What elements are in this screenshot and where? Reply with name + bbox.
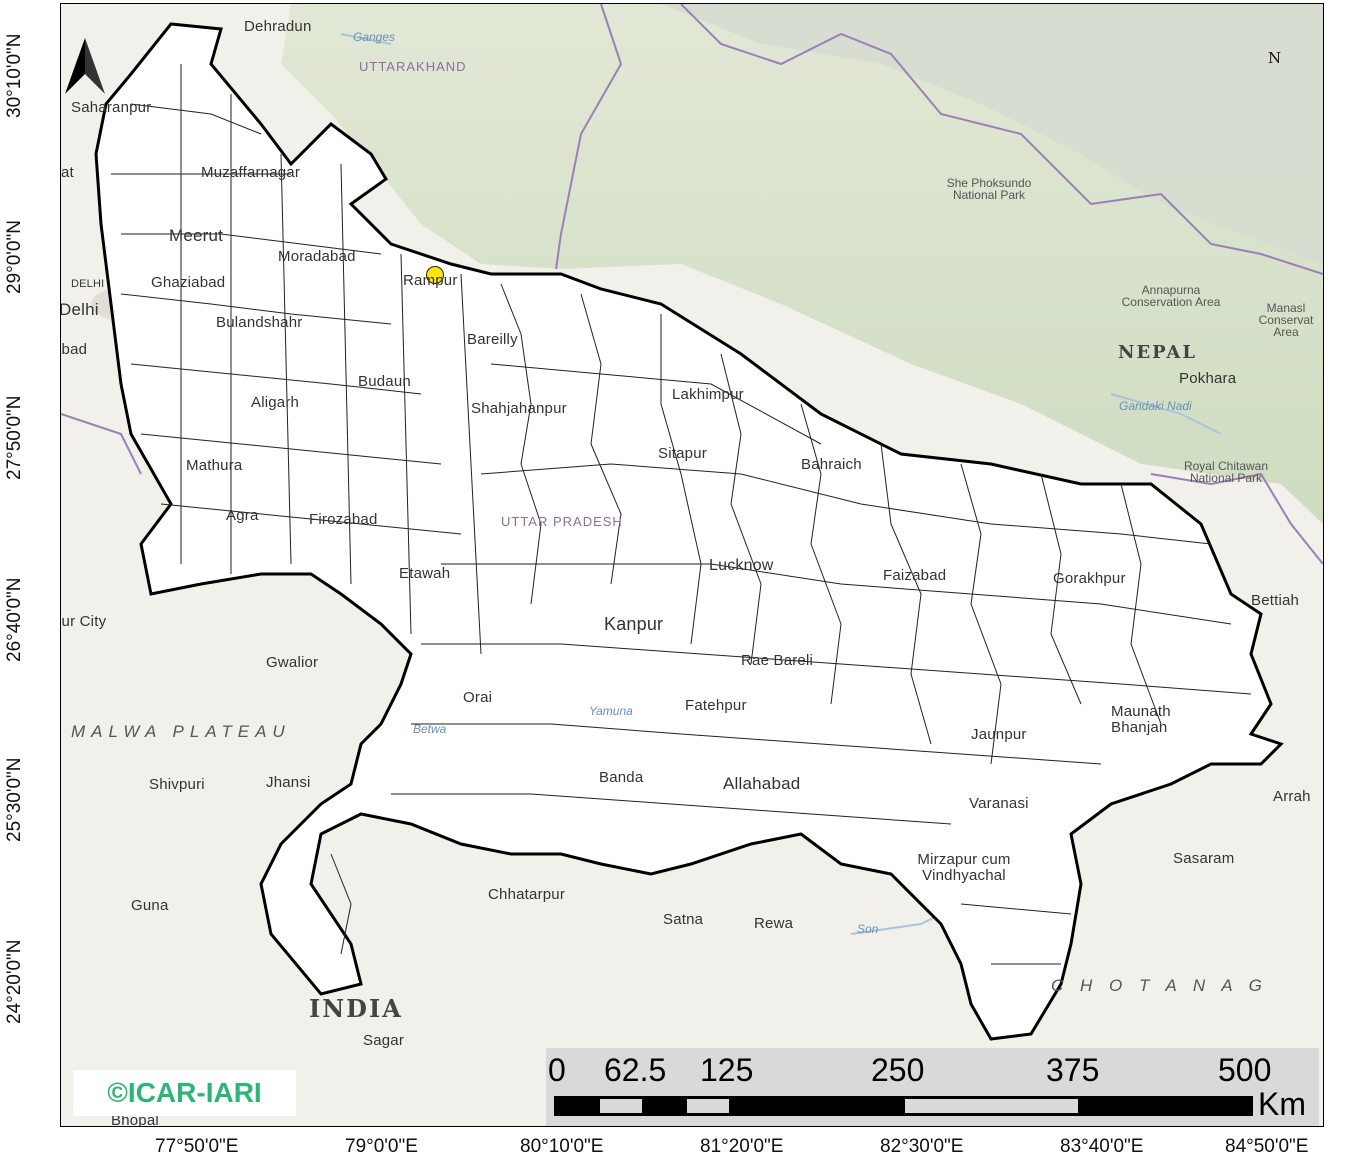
city-label: pur City [61, 613, 107, 630]
city-label: Jhansi [266, 774, 311, 791]
city-label: Aligarh [251, 394, 300, 411]
city-label: Satna [663, 911, 704, 928]
city-label: DELHI [71, 278, 105, 290]
scale-label-250: 250 [871, 1052, 925, 1088]
scale-label-375: 375 [1046, 1052, 1100, 1088]
high-mountains [661, 4, 1323, 264]
city-label: Sasaram [1173, 850, 1235, 867]
city-label: Sagar [363, 1032, 405, 1049]
longitude-label: 80°10'0"E [520, 1136, 604, 1157]
latitude-label: 27°50'0"N [4, 395, 25, 480]
latitude-label: 25°30'0"N [4, 757, 25, 842]
longitude-label: 79°0'0"E [345, 1136, 418, 1157]
latitude-label: 29°0'0"N [4, 220, 25, 294]
city-label: Banda [599, 769, 644, 786]
city-label: Shahjahanpur [471, 400, 567, 417]
river-gandaki [1110, 393, 1222, 435]
scale-unit: Km [1258, 1086, 1306, 1122]
river-label-yamuna: Yamuna [589, 704, 633, 718]
river-label-ganges: Ganges [353, 30, 396, 44]
longitude-label: 77°50'0"E [155, 1136, 239, 1157]
city-label: Pokhara [1179, 370, 1237, 387]
city-label: Bulandshahr [216, 314, 303, 331]
scale-label-125: 125 [700, 1052, 754, 1088]
park-label-manasl: Manasl Conservat Area [1258, 301, 1314, 339]
scale-label-0: 0 [548, 1052, 566, 1088]
city-label: Bettiah [1251, 592, 1300, 609]
map-frame[interactable]: N INDIA NEPAL MALWA PLATEAU C H O T A N … [60, 3, 1324, 1127]
park-label-annapurna: Annapurna Conservation Area [1121, 283, 1221, 309]
city-label: Muzaffarnagar [201, 164, 301, 181]
longitude-label: 82°30'0"E [880, 1136, 964, 1157]
city-label: Faizabad [883, 567, 947, 584]
sample-site-marker[interactable] [426, 266, 444, 284]
latitude-label: 30°10'0"N [4, 33, 25, 118]
city-label: Bareilly [467, 331, 518, 348]
city-label: Meerut [169, 226, 224, 245]
longitude-label: 83°40'0"E [1060, 1136, 1144, 1157]
city-label: Etawah [399, 565, 451, 582]
scale-label-500: 500 [1218, 1052, 1272, 1088]
city-label: Dehradun [244, 18, 312, 35]
district-boundaries [111, 64, 1252, 965]
basemap [61, 4, 1323, 1041]
park-label-chitawan: Royal Chitawan National Park [1183, 459, 1269, 485]
city-label: Sitapur [658, 445, 707, 462]
country-label-india: INDIA [309, 994, 403, 1023]
city-label: Varanasi [969, 795, 1029, 812]
region-label-chota-nagpur: C H O T A N A G [1051, 976, 1268, 995]
city-label: Delhi [60, 300, 99, 319]
city-label: Arrah [1273, 788, 1311, 805]
latitude-label: 24°20'0"N [4, 939, 25, 1024]
city-label: Allahabad [723, 774, 801, 793]
city-label: Agra [226, 507, 259, 524]
city-label: Jaunpur [971, 726, 1027, 743]
city-label: Shivpuri [149, 776, 205, 793]
scale-label-62-5: 62.5 [604, 1052, 667, 1088]
uttar-pradesh-outline [94, 22, 1284, 1041]
city-label: Mirzapur cum Vindhyachal [917, 851, 1011, 884]
city-label: abad [61, 341, 88, 358]
credit-label: ©ICAR-IARI [73, 1070, 296, 1116]
scale-bar: 0 62.5 125 250 375 500 Km [546, 1048, 1319, 1126]
state-label-uttar-pradesh: UTTAR PRADESH [501, 514, 623, 529]
city-label: Gorakhpur [1053, 570, 1126, 587]
scale-bar-graphic [554, 1096, 1253, 1116]
city-label: Chhatarpur [488, 886, 566, 903]
city-label: Moradabad [278, 248, 356, 265]
international-border [61, 4, 1323, 565]
park-label-phoksundo: She Phoksundo National Park [946, 176, 1032, 202]
longitude-label: 81°20'0"E [700, 1136, 784, 1157]
latitude-label: 26°40'0"N [4, 577, 25, 662]
river-label-gandaki: Gandaki Nadi [1119, 399, 1192, 413]
longitude-label: 84°50'0"E [1225, 1136, 1309, 1157]
city-label: Fatehpur [685, 697, 747, 714]
city-label: Saharanpur [71, 99, 152, 116]
city-label: Mathura [186, 457, 243, 474]
state-label-uttarakhand: UTTARAKHAND [359, 59, 467, 74]
city-label: Budaun [358, 373, 411, 390]
city-label: Firozabad [309, 511, 378, 528]
city-label: Ghaziabad [151, 274, 226, 291]
north-arrow-icon [65, 38, 105, 94]
city-label: Maunath Bhanjan [1111, 703, 1171, 736]
city-label: Bahraich [801, 456, 862, 473]
city-label: Guna [131, 897, 169, 914]
city-label: Rae Bareli [741, 652, 814, 669]
city-label: Kanpur [604, 614, 664, 634]
city-label: Rewa [754, 915, 794, 932]
city-label: Lucknow [709, 557, 774, 574]
country-label-nepal: NEPAL [1118, 342, 1198, 363]
city-label: Rampur [403, 272, 458, 289]
city-label: at [61, 164, 74, 181]
river-label-son: Son [857, 922, 879, 936]
river-label-betwa: Betwa [413, 722, 447, 736]
city-label: Lakhimpur [672, 386, 744, 403]
city-label: Orai [463, 689, 493, 706]
north-arrow-label: N [1268, 49, 1282, 67]
city-label: Gwalior [266, 654, 319, 671]
region-label-malwa: MALWA PLATEAU [71, 722, 291, 741]
